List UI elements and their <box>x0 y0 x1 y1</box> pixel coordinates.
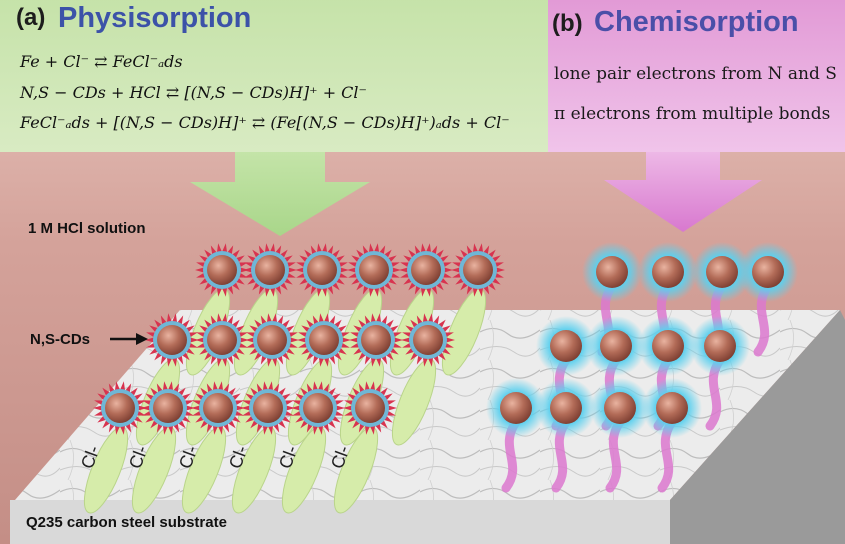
substrate-label: Q235 carbon steel substrate <box>26 514 227 531</box>
cd-core <box>596 256 628 288</box>
cd-core <box>706 256 738 288</box>
cd-core <box>604 392 636 424</box>
chemisorbed-cds-group <box>486 242 798 493</box>
cd-core <box>157 325 187 355</box>
cd-core <box>153 393 183 423</box>
chemisorption-line-lone-pair: lone pair electrons from N and S <box>554 64 837 84</box>
cd-core <box>309 325 339 355</box>
cd-core <box>656 392 688 424</box>
cd-core <box>600 330 632 362</box>
cd-core <box>413 325 443 355</box>
cd-core <box>550 330 582 362</box>
cd-core <box>257 325 287 355</box>
physisorption-arrow <box>190 152 370 236</box>
cd-core <box>463 255 493 285</box>
cd-core <box>652 256 684 288</box>
cd-core <box>307 255 337 285</box>
equation-cds-protonation: N,S − CDs + HCl ⇄ [(N,S − CDs)H]⁺ + Cl⁻ <box>20 83 367 102</box>
equation-iron-chloride: Fe + Cl⁻ ⇄ FeCl⁻ₐds <box>20 52 183 71</box>
physisorbed-cds-group: Cl-Cl-Cl-Cl-Cl-Cl- <box>77 243 505 514</box>
cd-core <box>207 255 237 285</box>
panel-b-letter: (b) <box>552 10 583 37</box>
cds-pointer-arrowhead <box>136 333 148 345</box>
cd-core <box>303 393 333 423</box>
cd-core <box>253 393 283 423</box>
chemisorption-arrow <box>604 152 762 232</box>
cd-core <box>411 255 441 285</box>
cd-core <box>652 330 684 362</box>
chemisorption-line-pi-electrons: π electrons from multiple bonds <box>554 104 831 124</box>
panel-a-title: Physisorption <box>58 2 252 34</box>
chemisorption-panel <box>548 0 845 152</box>
cd-core <box>704 330 736 362</box>
cd-core <box>355 393 385 423</box>
cd-core <box>361 325 391 355</box>
panel-b-title: Chemisorption <box>594 6 799 38</box>
cd-core <box>255 255 285 285</box>
cds-label: N,S-CDs <box>30 331 91 348</box>
cd-core <box>550 392 582 424</box>
steel-slab-side <box>670 310 845 544</box>
cd-core <box>105 393 135 423</box>
cd-core <box>500 392 532 424</box>
solution-label: 1 M HCl solution <box>28 220 146 237</box>
physisorption-panel <box>0 0 548 152</box>
cd-core <box>359 255 389 285</box>
cd-core <box>207 325 237 355</box>
equation-adsorption-complex: FeCl⁻ₐds + [(N,S − CDs)H]⁺ ⇄ (Fe[(N,S − … <box>20 113 510 132</box>
cd-core <box>752 256 784 288</box>
panel-a-letter: (a) <box>16 4 46 31</box>
cd-core <box>203 393 233 423</box>
